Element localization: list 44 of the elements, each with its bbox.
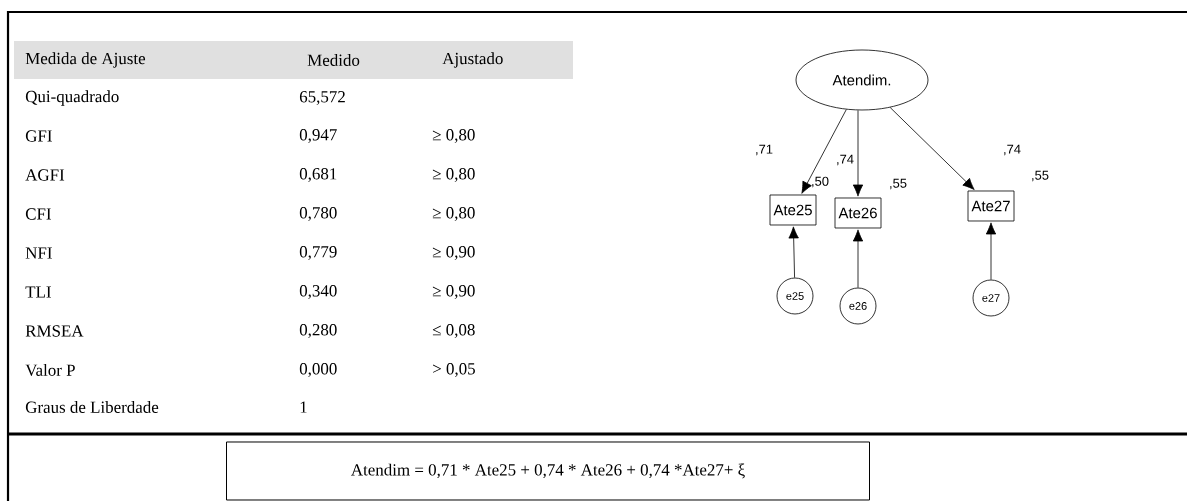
table-cell: ≥ 0,80 <box>432 168 475 182</box>
header-cell: Medida de Ajuste <box>25 52 146 68</box>
edge-label: ,74 <box>835 153 855 167</box>
table-cell: RMSEA <box>25 325 84 337</box>
table-cell: ≥ 0,90 <box>432 285 475 299</box>
table-cell: 0,947 <box>299 129 337 143</box>
table-cell: 0,000 <box>299 363 337 377</box>
edge-label: ,71 <box>754 143 774 157</box>
table-cell: Valor P <box>25 364 75 376</box>
table-cell: > 0,05 <box>433 363 475 377</box>
arrow <box>889 107 975 190</box>
table-cell: TLI <box>25 286 51 298</box>
observed-variable-box: Ate27 <box>967 190 1015 222</box>
coefficient-label: ,55 <box>1032 170 1049 182</box>
arrow <box>788 226 799 278</box>
table-cell: GFI <box>25 130 52 142</box>
equation-box: Atendim = 0,71 * Ate25 + 0,74 * Ate26 + 0,74 *Ate27+ ξ <box>226 441 870 501</box>
table-cell: 1 <box>300 401 307 413</box>
arrow <box>852 110 864 197</box>
edge-label: ,74 <box>1002 143 1022 157</box>
header-cell: Ajustado <box>442 52 503 68</box>
table-cell: ≥ 0,80 <box>432 207 475 221</box>
table-cell: CFI <box>25 208 51 220</box>
observed-variable-box: Ate26 <box>834 197 882 229</box>
table-cell: ≤ 0,08 <box>432 324 475 338</box>
table-cell: 0,681 <box>299 168 337 182</box>
header-cell: Medido <box>307 54 360 66</box>
arrow <box>801 109 847 194</box>
coefficient-label: ,50 <box>812 176 829 188</box>
observed-variable-box: Ate25 <box>769 194 817 226</box>
table-cell: 65,572 <box>299 91 345 105</box>
table-cell: 0,340 <box>299 285 337 299</box>
table-cell: 0,280 <box>299 324 337 338</box>
table-cell: AGFI <box>25 169 65 181</box>
coefficient-label: ,55 <box>890 178 907 190</box>
table-cell: 0,780 <box>299 207 337 221</box>
table-cell: ≥ 0,90 <box>432 246 475 260</box>
table-cell: NFI <box>25 247 52 259</box>
arrow <box>985 222 997 280</box>
table-cell: 0,779 <box>299 246 337 260</box>
table-cell: Graus de Liberdade <box>25 401 159 413</box>
arrow <box>852 229 864 288</box>
table-cell: ≥ 0,80 <box>432 129 475 143</box>
table-cell: Qui-quadrado <box>25 90 119 106</box>
